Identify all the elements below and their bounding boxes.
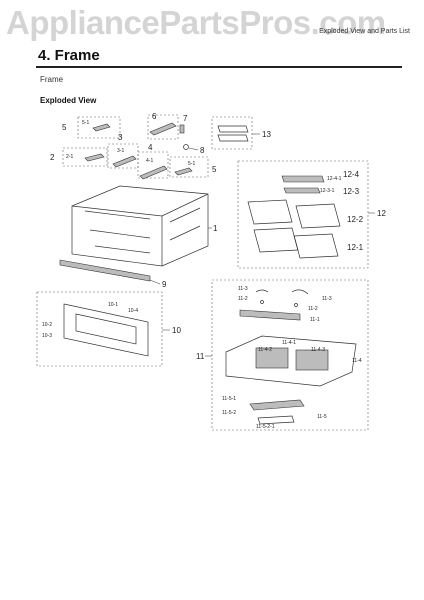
part-12-3 (283, 187, 321, 194)
watermark-logo: AppliancePartsPros.com (6, 4, 386, 41)
part-9-vent-strip (59, 259, 151, 282)
label-4: 4 (148, 143, 153, 152)
part-11-3-right (291, 289, 309, 295)
label-11-3-right: 11-3 (322, 296, 332, 302)
label-11-4-3: 11-4-3 (311, 347, 325, 353)
leader-9 (149, 279, 161, 285)
part-11-5-2 (257, 415, 295, 425)
label-11-2-right: 11-2 (308, 306, 318, 312)
label-11-5-2-1: 11-5-2-1 (256, 424, 275, 430)
box-part-10 (36, 291, 163, 367)
label-5-1-left: 5-1 (82, 120, 89, 126)
label-11-5-1: 11-5-1 (222, 396, 236, 402)
label-12: 12 (377, 209, 386, 218)
label-11-4: 11-4 (352, 358, 362, 364)
part-1-cabinet-ribs (84, 210, 151, 254)
part-11-1 (239, 309, 301, 321)
label-13: 13 (262, 130, 271, 139)
label-11-2-left: 11-2 (238, 296, 248, 302)
header-caption: Exploded View and Parts List (319, 28, 410, 35)
label-2: 2 (50, 153, 55, 162)
label-8: 8 (200, 146, 205, 155)
part-12-1-left (253, 227, 299, 253)
label-3-1: 3-1 (117, 148, 124, 154)
part-5-1-right (174, 167, 193, 176)
label-11-3-left: 11-3 (238, 286, 248, 292)
label-10-2: 10-2 (42, 322, 52, 328)
label-6: 6 (152, 112, 157, 121)
part-4-1 (139, 165, 168, 180)
part-8 (183, 144, 189, 150)
label-10-1: 10-1 (108, 302, 118, 308)
part-3-1 (112, 155, 137, 168)
part-11-5-1 (249, 399, 305, 411)
box-part-12 (237, 160, 369, 269)
label-12-3-1: 12-3-1 (320, 188, 335, 194)
part-1-cabinet-side-ribs (169, 207, 201, 241)
part-7 (179, 124, 185, 134)
part-13-filter-top (217, 125, 249, 133)
part-12-2-right (295, 203, 341, 229)
part-6 (149, 122, 177, 136)
label-9: 9 (162, 280, 167, 289)
label-12-4: 12-4 (343, 170, 360, 179)
title-rule (36, 66, 402, 68)
label-1: 1 (213, 224, 218, 233)
part-12-1-right (293, 233, 339, 259)
box-part-13 (211, 116, 253, 150)
box-part-6 (147, 114, 179, 140)
part-5-1-left (92, 123, 111, 132)
label-7: 7 (183, 114, 188, 123)
box-part-2 (62, 147, 108, 167)
part-10-panel-inner (75, 313, 137, 345)
part-11-2-left (260, 300, 264, 304)
label-10-4: 10-4 (128, 308, 138, 314)
label-5-left: 5 (62, 123, 67, 132)
label-12-4-1: 12-4-1 (327, 176, 342, 182)
label-3: 3 (118, 133, 123, 142)
label-12-1: 12-1 (347, 243, 364, 252)
label-10-3: 10-3 (42, 333, 52, 339)
part-2-1 (84, 153, 105, 162)
diagram-subtitle: Exploded View (40, 96, 97, 105)
label-12-3: 12-3 (343, 187, 360, 196)
box-part-5-right (169, 156, 209, 178)
part-11-4-2 (255, 347, 289, 369)
part-1-cabinet (71, 185, 209, 267)
label-11-4-1: 11-4-1 (282, 340, 296, 346)
part-11-3-left (255, 289, 269, 293)
label-5-1-right: 5-1 (188, 161, 195, 167)
label-11: 11 (196, 352, 205, 361)
box-part-11 (211, 279, 369, 431)
label-11-5: 11-5 (317, 414, 327, 420)
label-4-1: 4-1 (146, 158, 153, 164)
label-11-4-2: 11-4-2 (258, 347, 272, 353)
box-part-5-left (77, 116, 121, 139)
label-10: 10 (172, 326, 181, 335)
label-12-2: 12-2 (347, 215, 364, 224)
label-5-right: 5 (212, 165, 217, 174)
page-title: 4. Frame (38, 47, 100, 64)
part-11-4-base (225, 335, 357, 387)
label-2-1: 2-1 (66, 154, 73, 160)
label-11-1: 11-1 (310, 317, 320, 323)
section-label: Frame (40, 75, 64, 84)
part-10-panel (63, 303, 149, 357)
part-11-4-3 (295, 349, 329, 371)
part-12-2-left (247, 199, 293, 225)
part-13-filter-bottom (217, 134, 249, 142)
part-12-4 (281, 175, 325, 183)
part-11-2-right (294, 303, 298, 307)
leader-8 (188, 147, 199, 151)
label-11-5-2: 11-5-2 (222, 410, 236, 416)
